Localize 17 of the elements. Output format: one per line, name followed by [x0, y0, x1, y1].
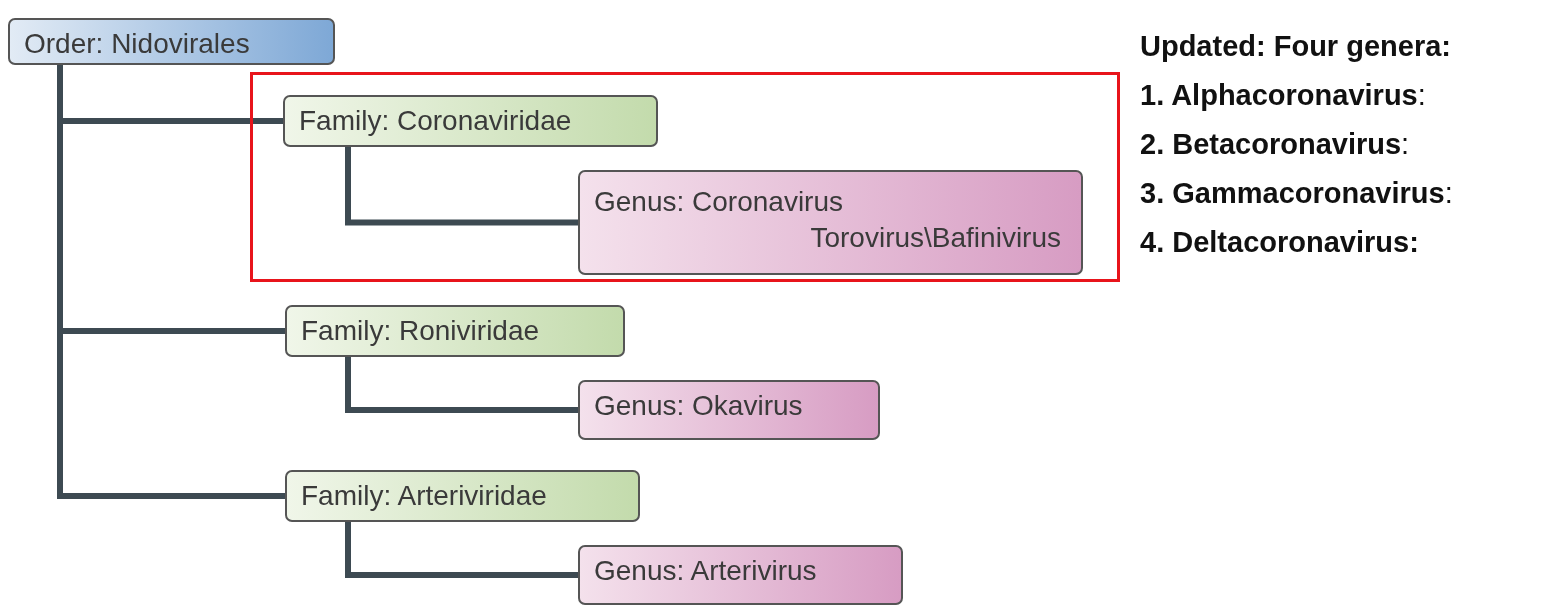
note-text: 4. Deltacoronavirus:	[1140, 225, 1420, 260]
family-box: Family: Coronaviridae	[283, 95, 658, 147]
order-box: Order: Nidovirales	[8, 18, 335, 65]
genus-box: Genus: Arterivirus	[578, 545, 903, 605]
family-box: Family: Arteriviridae	[285, 470, 640, 522]
tree-connector	[345, 357, 578, 413]
genus-box: Genus: Coronavirus Torovirus\Bafinivirus	[578, 170, 1083, 275]
note-text: Updated: Four genera:	[1140, 29, 1452, 64]
tree-connector	[345, 522, 578, 578]
family-box: Family: Roniviridae	[285, 305, 625, 357]
tree-connector	[57, 65, 285, 499]
note-text: 2. Betacoronavirus:	[1140, 127, 1411, 162]
genus-box: Genus: Okavirus	[578, 380, 880, 440]
tree-connector	[345, 147, 578, 226]
highlight-frame	[250, 72, 1120, 282]
note-text: 3. Gammacoronavirus:	[1140, 176, 1453, 211]
note-text: 1. Alphacoronavirus:	[1140, 78, 1427, 113]
